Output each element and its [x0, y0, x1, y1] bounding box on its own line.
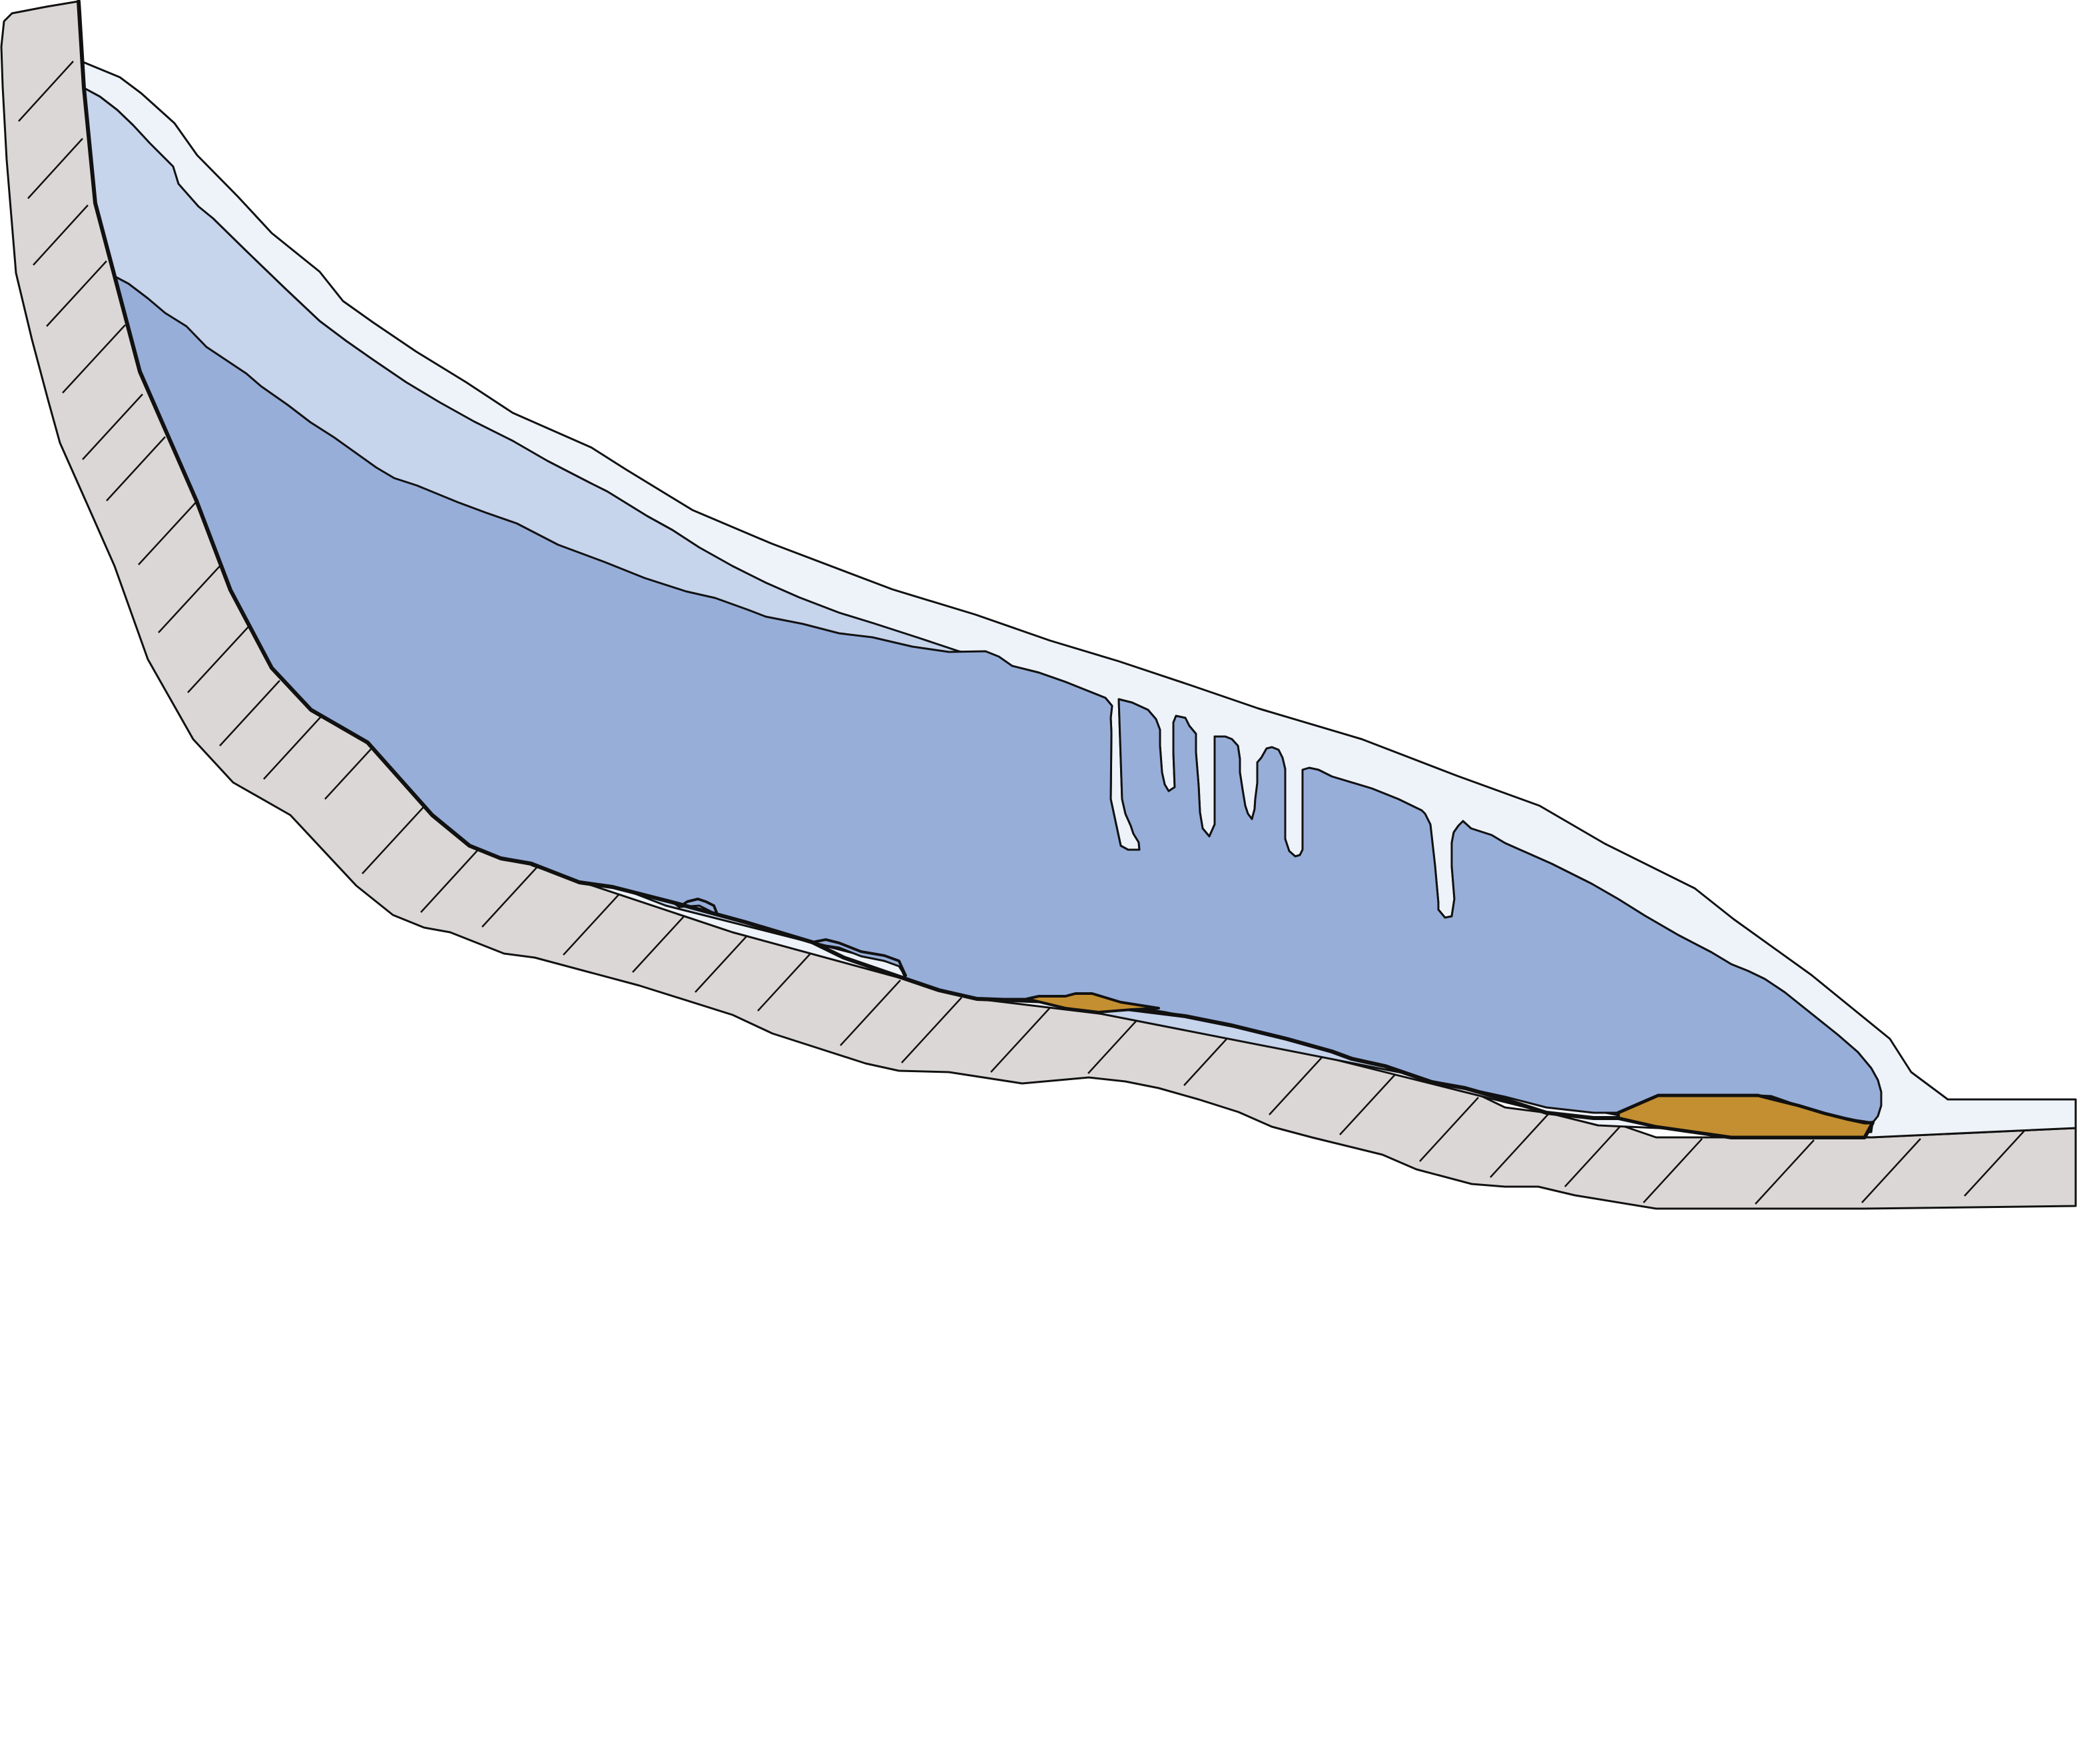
- hatch-line: [1269, 1049, 1330, 1115]
- hatch-line: [33, 204, 89, 266]
- hatch-line: [187, 624, 251, 693]
- hatch-line: [18, 61, 74, 122]
- hatch-line: [840, 980, 901, 1046]
- hatch-line: [219, 680, 280, 746]
- hatch-line: [1755, 1139, 1815, 1205]
- hatch-line: [1964, 1130, 2025, 1197]
- hatch-line: [158, 564, 222, 633]
- hatch-line: [62, 324, 126, 394]
- hatch-line: [757, 945, 818, 1012]
- hatch-line: [1861, 1138, 1921, 1203]
- sediment-deposit-small: [1026, 992, 1160, 1014]
- hatch-line: [263, 715, 323, 780]
- hatch-line: [362, 806, 424, 874]
- ice-bed-contact: [77, 0, 1875, 1139]
- hatch-line: [27, 138, 83, 199]
- bedrock-hatching: [18, 61, 2025, 1205]
- hatch-line: [563, 889, 624, 956]
- hatch-line: [106, 436, 166, 501]
- sediment-deposit-large: [1616, 1093, 1875, 1139]
- hatch-line: [632, 906, 693, 973]
- hatch-line: [138, 497, 200, 565]
- hatch-line: [82, 394, 143, 460]
- hatch-line: [1339, 1069, 1400, 1135]
- bed-bump: [811, 938, 907, 977]
- bed-bump: [678, 898, 718, 914]
- hatch-line: [46, 260, 107, 327]
- hatch-line: [1564, 1122, 1624, 1187]
- hatch-line: [695, 926, 756, 993]
- hatch-line: [420, 849, 479, 913]
- hatch-line: [1490, 1113, 1550, 1178]
- hatch-line: [1643, 1138, 1703, 1203]
- hatch-line: [901, 997, 962, 1063]
- hatch-line: [481, 861, 543, 928]
- hatch-line: [990, 1006, 1051, 1073]
- subglacial-sediment: [1026, 992, 1875, 1139]
- hatch-line: [1419, 1097, 1479, 1162]
